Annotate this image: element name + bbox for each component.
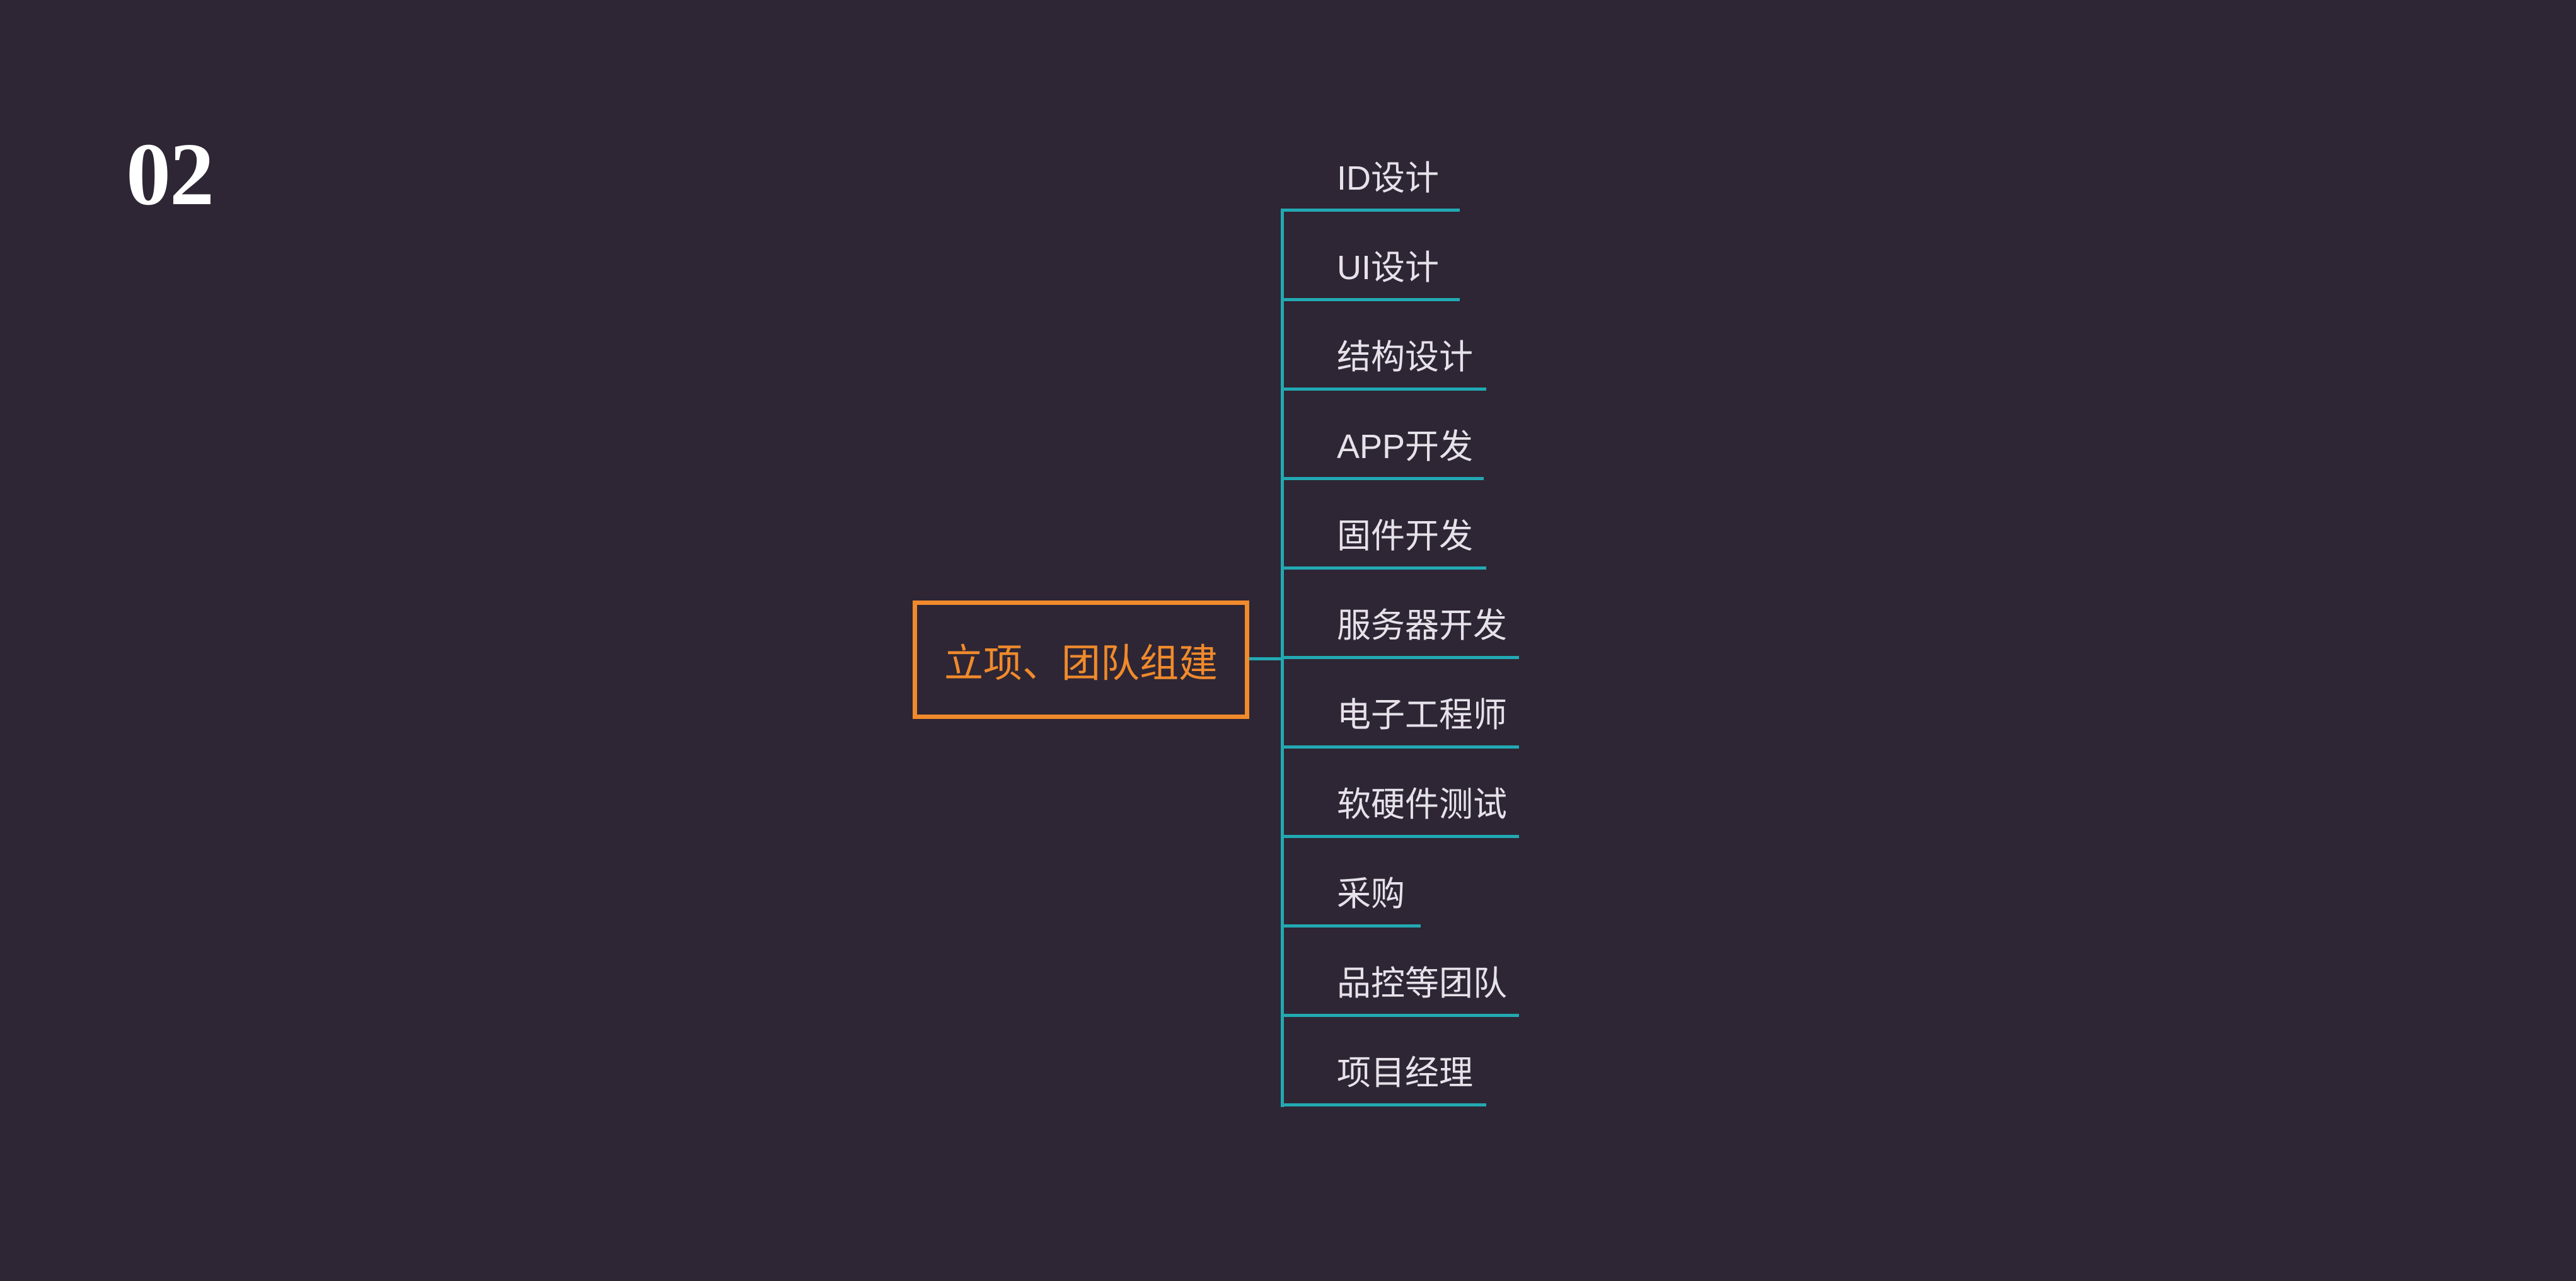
branch-underline — [1281, 298, 1460, 301]
branch-label: 软硬件测试 — [1337, 786, 1507, 824]
branch-label: 项目经理 — [1337, 1054, 1473, 1092]
branch-underline — [1281, 566, 1486, 570]
branch-underline — [1281, 1014, 1519, 1017]
branch-underline — [1281, 477, 1484, 480]
branch-label: UI设计 — [1337, 249, 1439, 287]
branch-label: APP开发 — [1337, 428, 1474, 466]
branch-underline — [1281, 388, 1486, 391]
branch-underline — [1281, 209, 1460, 212]
branch-underline — [1281, 745, 1519, 749]
root-node-label: 立项、团队组建 — [944, 642, 1218, 686]
branch-underline — [1281, 835, 1519, 838]
branch-label: ID设计 — [1337, 159, 1439, 197]
branch-underline — [1281, 924, 1421, 928]
branch-label: 采购 — [1337, 875, 1405, 913]
root-connector-line — [1249, 657, 1283, 660]
branch-label: 固件开发 — [1337, 517, 1473, 555]
page-number: 02 — [126, 124, 214, 224]
branch-label: 电子工程师 — [1337, 696, 1507, 734]
branch-label: 品控等团队 — [1337, 965, 1507, 1002]
root-node: 立项、团队组建 — [913, 600, 1249, 719]
branch-label: 结构设计 — [1337, 338, 1473, 376]
branch-label: 服务器开发 — [1337, 607, 1507, 645]
branch-underline — [1281, 656, 1519, 659]
branch-underline — [1281, 1103, 1486, 1106]
